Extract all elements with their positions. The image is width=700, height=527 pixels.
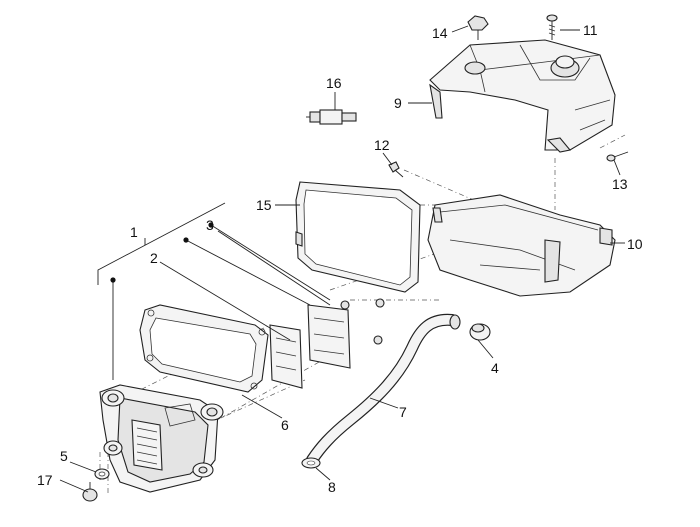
part-15-gasket xyxy=(295,181,421,293)
part-10-lower-cover xyxy=(427,194,616,297)
callout-labels: 1 2 3 4 5 6 7 8 9 10 11 12 13 14 15 16 1… xyxy=(37,22,643,495)
callout-5: 5 xyxy=(60,448,68,464)
callout-17: 17 xyxy=(37,472,53,488)
callout-7: 7 xyxy=(399,404,407,420)
part-1-cylinder-head-cover xyxy=(99,384,224,493)
part-5-washer xyxy=(94,468,110,480)
part-3-plate xyxy=(307,298,385,369)
callout-14: 14 xyxy=(432,25,448,41)
callout-3: 3 xyxy=(206,217,214,233)
callout-9: 9 xyxy=(394,95,402,111)
part-9-upper-cover xyxy=(429,39,616,153)
part-8-clamp xyxy=(301,457,321,469)
part-11-screw xyxy=(546,14,558,40)
callout-10: 10 xyxy=(627,236,643,252)
callout-2: 2 xyxy=(150,250,158,266)
callout-12: 12 xyxy=(374,137,390,153)
part-6-gasket xyxy=(139,304,269,393)
callout-8: 8 xyxy=(328,479,336,495)
part-16-spark-plug xyxy=(306,109,357,125)
callout-1: 1 xyxy=(130,224,138,240)
callout-15: 15 xyxy=(256,197,272,213)
part-2-plate xyxy=(269,324,303,389)
part-13-bolt xyxy=(606,151,629,162)
callout-11: 11 xyxy=(583,22,598,38)
part-7-breather-hose xyxy=(306,313,461,466)
part-14-knob xyxy=(467,15,489,40)
kit-marker-dots xyxy=(110,222,214,283)
callout-6: 6 xyxy=(281,417,289,433)
leader-lines xyxy=(59,25,625,493)
callout-16: 16 xyxy=(326,75,342,91)
part-17-bolt xyxy=(82,482,98,502)
part-4-sleeve xyxy=(469,323,491,341)
callout-4: 4 xyxy=(491,360,499,376)
callout-13: 13 xyxy=(612,176,628,192)
